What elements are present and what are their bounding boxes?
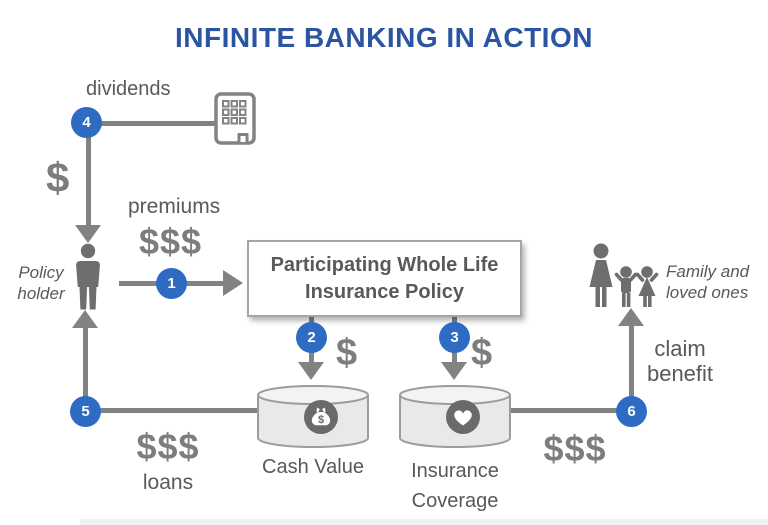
loans-label: loans <box>142 471 194 494</box>
cash-value-label: Cash Value <box>262 456 364 478</box>
step-2-badge: 2 <box>296 322 327 353</box>
bottom-edge-strip <box>80 519 768 525</box>
dividends-label: dividends <box>86 78 171 100</box>
family-label-line1: Family and <box>666 262 750 281</box>
step-4-badge: 4 <box>71 107 102 138</box>
connector-step5-holder <box>83 328 88 398</box>
connector-step4-company <box>96 121 216 126</box>
page-title: INFINITE BANKING IN ACTION <box>175 22 593 53</box>
step-4-number: 4 <box>82 114 91 131</box>
step-5-badge: 5 <box>70 396 101 427</box>
policy-box: Participating Whole Life Insurance Polic… <box>247 240 522 317</box>
step-6-badge: 6 <box>616 396 647 427</box>
step-6-number: 6 <box>627 403 636 420</box>
step-1-badge: 1 <box>156 268 187 299</box>
premiums-label: premiums <box>128 195 221 218</box>
claim-benefit-label-line1: claim <box>654 336 706 361</box>
heart-icon <box>446 400 480 434</box>
family-label: Family and loved ones <box>666 261 749 303</box>
claim-benefit-label: claim benefit <box>640 336 720 386</box>
arrowhead-right-to-policy <box>223 270 243 296</box>
connector-step4-holder <box>86 137 91 227</box>
step-3-badge: 3 <box>439 322 470 353</box>
insurance-coverage-label-line1: Insurance <box>411 460 499 482</box>
step-3-number: 3 <box>450 329 459 346</box>
arrowhead-up-to-holder <box>72 310 98 328</box>
coverage-deposit-dollar: $ <box>471 332 494 374</box>
policy-box-line2: Insurance Policy <box>305 280 464 303</box>
dividend-dollar: $ <box>46 154 71 201</box>
policy-holder-label-line2: holder <box>17 284 65 303</box>
arrowhead-up-to-family <box>618 308 644 326</box>
family-label-line2: loved ones <box>666 283 749 302</box>
step-5-number: 5 <box>81 403 90 420</box>
connector-step6-family <box>629 326 634 398</box>
policy-holder-person-icon <box>70 243 106 316</box>
family-icon <box>584 243 662 316</box>
claim-dollars: $$$ <box>543 428 607 469</box>
step-2-number: 2 <box>307 329 316 346</box>
insurance-coverage-label-line2: Coverage <box>411 490 499 512</box>
insurance-coverage-label: Insurance Coverage <box>393 456 517 516</box>
arrowhead-down-to-holder <box>75 225 101 243</box>
loans-dollars: $$$ <box>136 426 200 467</box>
step-1-number: 1 <box>167 275 176 292</box>
policy-holder-label-line1: Policy <box>18 263 64 282</box>
arrowhead-down-to-cashvalue <box>298 362 324 380</box>
money-bag-dollar-glyph: $ <box>318 414 324 426</box>
arrowhead-down-to-coverage <box>441 362 467 380</box>
claim-benefit-label-line2: benefit <box>646 361 714 386</box>
premiums-dollars: $$$ <box>139 221 203 262</box>
connector-cashvalue-step5 <box>86 408 258 413</box>
policy-holder-label: Policy holder <box>10 262 72 304</box>
policy-box-line1: Participating Whole Life <box>270 253 499 276</box>
company-building-icon <box>214 92 256 150</box>
connector-coverage-step6 <box>510 408 632 413</box>
money-bag-icon: $ <box>304 400 338 434</box>
cash-deposit-dollar: $ <box>336 332 359 374</box>
